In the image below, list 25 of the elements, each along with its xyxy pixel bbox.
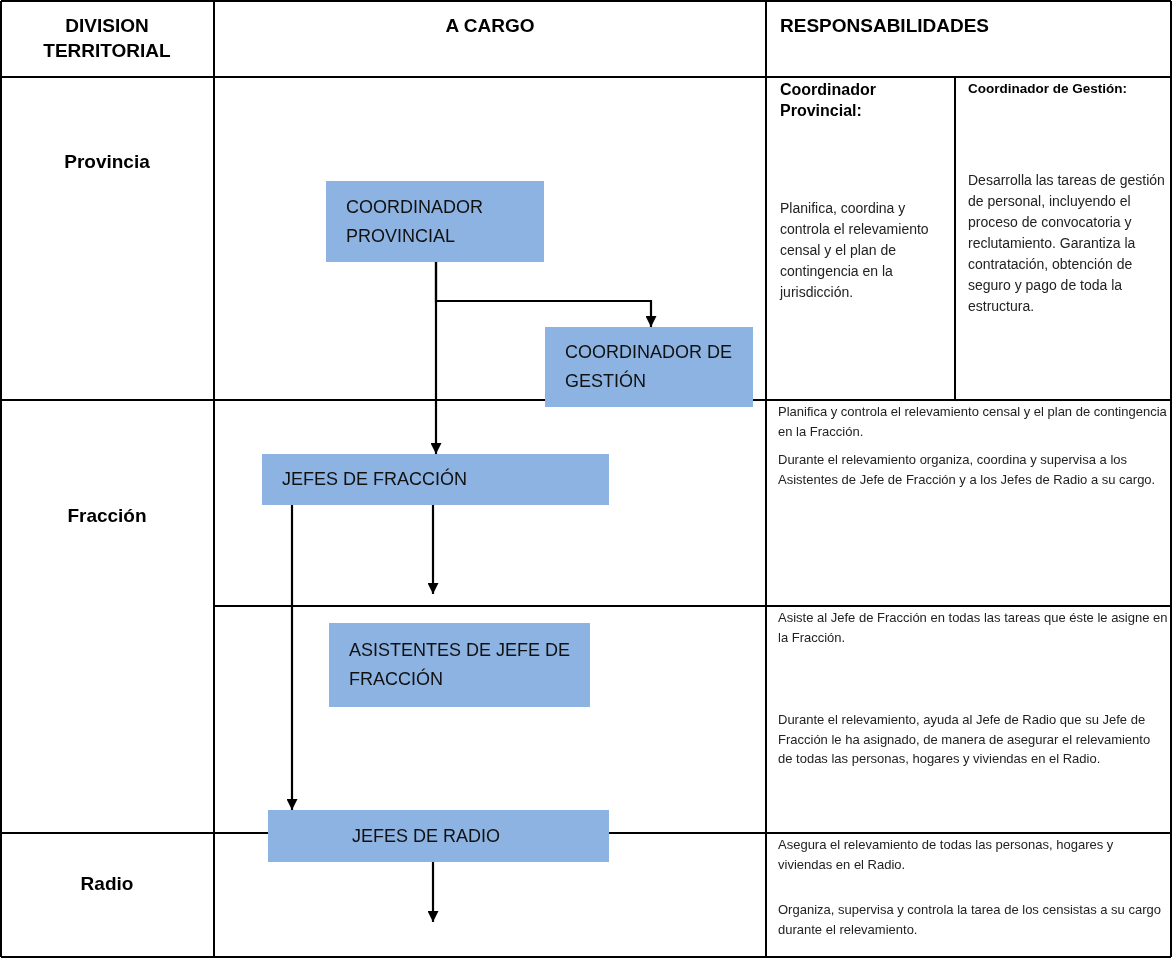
description-text: Asiste al Jefe de Fracción en todas las tareas que éste le asigne en la Fracción. — [778, 609, 1168, 647]
role-heading: Coordinador Provincial: — [780, 80, 877, 121]
row-label: Provincia — [63, 150, 151, 174]
row-label: Fracción — [66, 504, 148, 528]
column-header: DIVISION TERRITORIAL — [42, 14, 172, 63]
role-box: JEFES DE RADIO — [268, 810, 609, 862]
column-header: RESPONSABILIDADES — [780, 14, 991, 38]
description-text: Planifica y controla el relevamiento censal y el plan de contingencia en la Fracción. — [778, 403, 1168, 441]
role-box: ASISTENTES DE JEFE DE FRACCIÓN — [329, 623, 590, 707]
role-box: JEFES DE FRACCIÓN — [262, 454, 609, 505]
arrow — [286, 505, 298, 810]
role-box: COORDINADOR PROVINCIAL — [326, 181, 544, 262]
description-text: Durante el relevamiento, ayuda al Jefe de Radio que su Jefe de Fracción le ha asignado, de manera de asegurar el relevamiento de todas las personas, hogares y viviendas en el Radio. — [778, 711, 1152, 768]
description-text: Organiza, supervisa y controla la tarea de los censistas a su cargo durante el relevamiento. — [778, 901, 1162, 939]
role-box: COORDINADOR DE GESTIÓN — [545, 327, 753, 407]
description-text: Asegura el relevamiento de todas las personas, hogares y viviendas en el Radio. — [778, 836, 1115, 874]
description-text: Planifica, coordina y controla el relevamiento censal y el plan de contingencia en la jurisdicción. — [780, 199, 930, 302]
description-text: Durante el relevamiento organiza, coordina y supervisa a los Asistentes de Jefe de Fracción y a los Jefes de Radio a su cargo. — [778, 451, 1157, 489]
row-label: Radio — [79, 872, 135, 896]
role-heading: Coordinador de Gestión: — [968, 80, 1128, 98]
description-text: Desarrolla las tareas de gestión de personal, incluyendo el proceso de convocatoria y reclutamiento. Garantiza la contratación, obtención de seguro y pago de toda la estructura. — [968, 171, 1166, 316]
arrow — [427, 862, 439, 922]
arrow — [430, 262, 442, 454]
column-header: A CARGO — [444, 14, 536, 38]
arrow — [427, 505, 439, 594]
